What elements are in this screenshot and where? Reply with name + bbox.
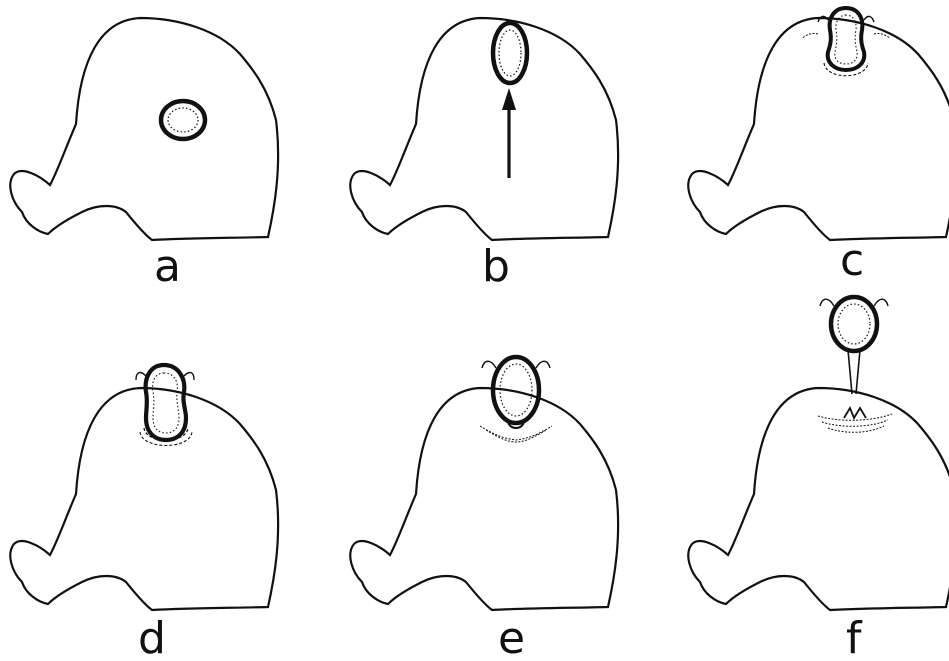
panel-label: e	[498, 613, 525, 661]
panel-c: c	[687, 5, 949, 286]
nucleus	[135, 362, 195, 447]
panel-label: f	[846, 613, 863, 661]
panel-label: b	[482, 241, 510, 292]
nucleus	[479, 354, 553, 443]
nucleus	[801, 5, 891, 77]
nucleus	[158, 98, 208, 142]
panel-label: a	[154, 241, 181, 292]
cell-outline	[9, 16, 280, 242]
cell-outline	[687, 16, 949, 242]
panel-f: f	[687, 294, 949, 661]
panel-d: d	[9, 362, 280, 661]
extrusion-scar	[817, 405, 893, 433]
extruded-nucleus	[819, 294, 889, 395]
cell-outline	[349, 386, 620, 612]
panel-e: e	[349, 354, 620, 661]
cell-outline	[687, 386, 949, 612]
panel-label: c	[840, 235, 864, 286]
panel-b: b	[349, 16, 620, 292]
panel-label: d	[138, 613, 166, 661]
nucleus	[490, 20, 530, 86]
cell-outline	[349, 16, 620, 242]
migration-arrow	[502, 88, 516, 178]
panel-a: a	[9, 16, 280, 292]
